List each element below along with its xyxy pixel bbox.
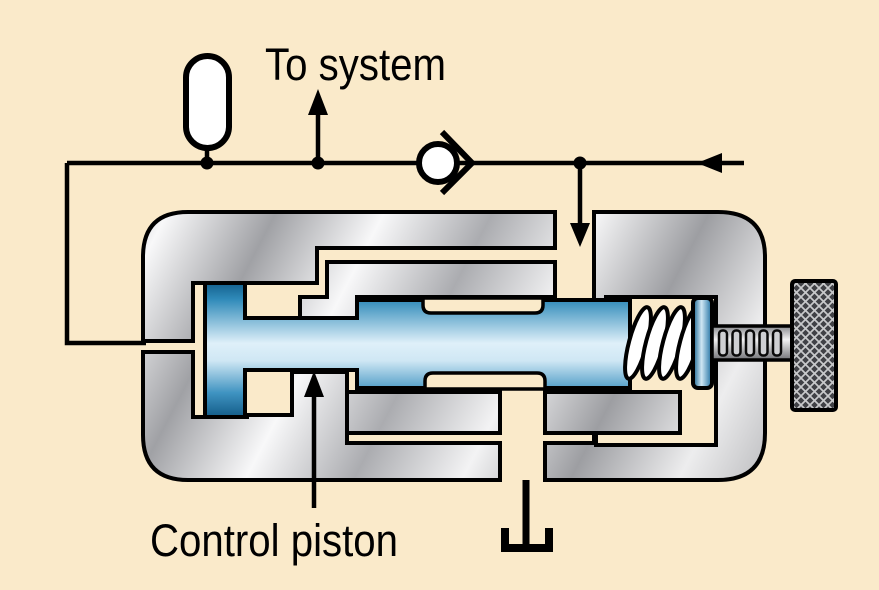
junction-dot <box>200 156 214 170</box>
piston-assembly <box>203 279 838 419</box>
to-system-flow-arrow <box>308 89 328 163</box>
inlet-flow-arrow <box>697 153 722 173</box>
return-spring <box>623 305 704 381</box>
control-piston-label: Control piston <box>150 515 398 566</box>
knurled-knob <box>790 279 838 412</box>
tank-drain-symbol <box>501 480 553 552</box>
check-valve-ball <box>416 141 460 185</box>
valve-inlet-down-arrow <box>570 163 590 247</box>
flow-annotations <box>304 163 590 552</box>
hydraulic-schematic <box>64 53 744 346</box>
piston-top-groove <box>421 296 545 315</box>
spring-seat <box>691 296 714 390</box>
check-valve-symbol <box>416 129 477 196</box>
pilot-line <box>64 163 146 346</box>
check-valve-seat <box>439 129 477 196</box>
piston-bottom-groove <box>423 371 547 391</box>
screw-threads <box>717 329 783 357</box>
accumulator-symbol <box>183 53 232 151</box>
body-top-left-block <box>141 210 557 343</box>
body-bottom-sleeve-right <box>543 390 682 435</box>
body-bottom-sleeve-left <box>345 390 502 435</box>
to-system-label: To system <box>265 39 446 90</box>
control-piston-pointer-arrow <box>304 371 324 508</box>
